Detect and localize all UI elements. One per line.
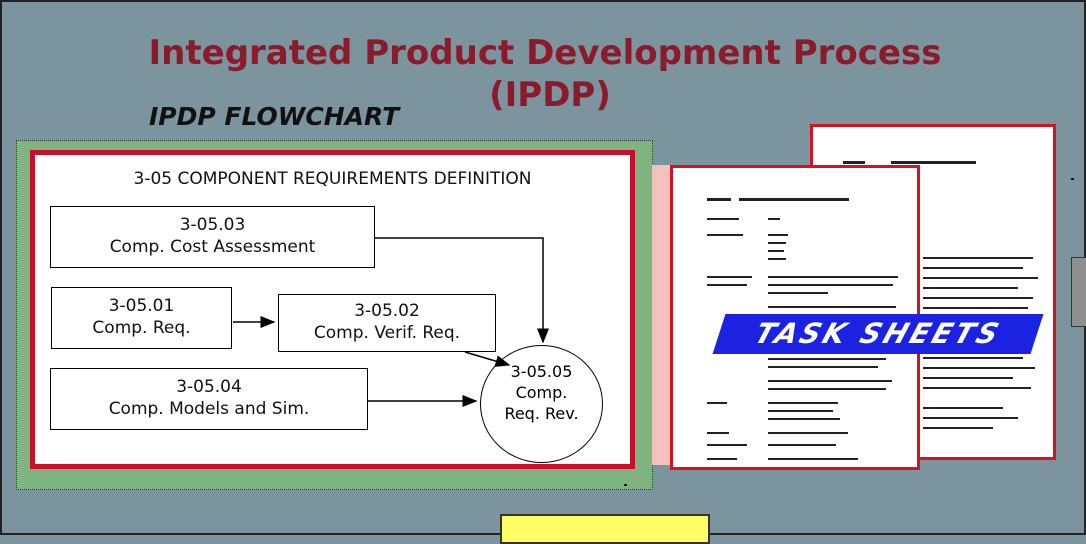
- task-sheets-stamp: TASK SHEETS: [712, 314, 1044, 354]
- dot-mark: [1071, 178, 1074, 180]
- step-cost-assessment[interactable]: 3-05.03 Comp. Cost Assessment: [50, 206, 375, 268]
- step-verif-req[interactable]: 3-05.02 Comp. Verif. Req.: [278, 294, 496, 352]
- step-models-sim[interactable]: 3-05.04 Comp. Models and Sim.: [50, 368, 368, 430]
- flowchart-panel: 3-05 COMPONENT REQUIREMENTS DEFINITION 3…: [30, 150, 635, 469]
- review-id: 3-05.05: [510, 362, 573, 381]
- flowchart-subtitle: IPDP FLOWCHART: [149, 102, 400, 131]
- step-id: 3-05.04: [176, 377, 242, 397]
- step-id: 3-05.01: [108, 296, 175, 316]
- right-edge-tab: [1071, 257, 1086, 327]
- dot-mark: [624, 484, 627, 486]
- arrow-verif-to-review: [464, 351, 511, 367]
- slide-title: Integrated Product Development Process (…: [2, 32, 1086, 116]
- step-id: 3-05.02: [354, 301, 420, 321]
- flow-arrows: [233, 237, 549, 407]
- step-id: 3-05.03: [179, 215, 246, 235]
- title-line-1: Integrated Product Development Process: [148, 33, 942, 73]
- step-comp-req[interactable]: 3-05.01 Comp. Req.: [51, 287, 232, 349]
- step-label: Comp. Models and Sim.: [108, 399, 310, 419]
- arrow-cost-to-review: [375, 237, 549, 344]
- yellow-box: [500, 514, 710, 544]
- step-label: Comp. Req.: [92, 318, 191, 338]
- step-label: Comp. Verif. Req.: [313, 323, 461, 343]
- step-label: Comp. Cost Assessment: [109, 237, 316, 257]
- flowchart-heading: 3-05 COMPONENT REQUIREMENTS DEFINITION: [133, 169, 532, 189]
- review-line-1: Comp.: [515, 383, 568, 402]
- title-line-2: (IPDP): [489, 75, 611, 115]
- review-line-2: Req. Rev.: [504, 404, 579, 423]
